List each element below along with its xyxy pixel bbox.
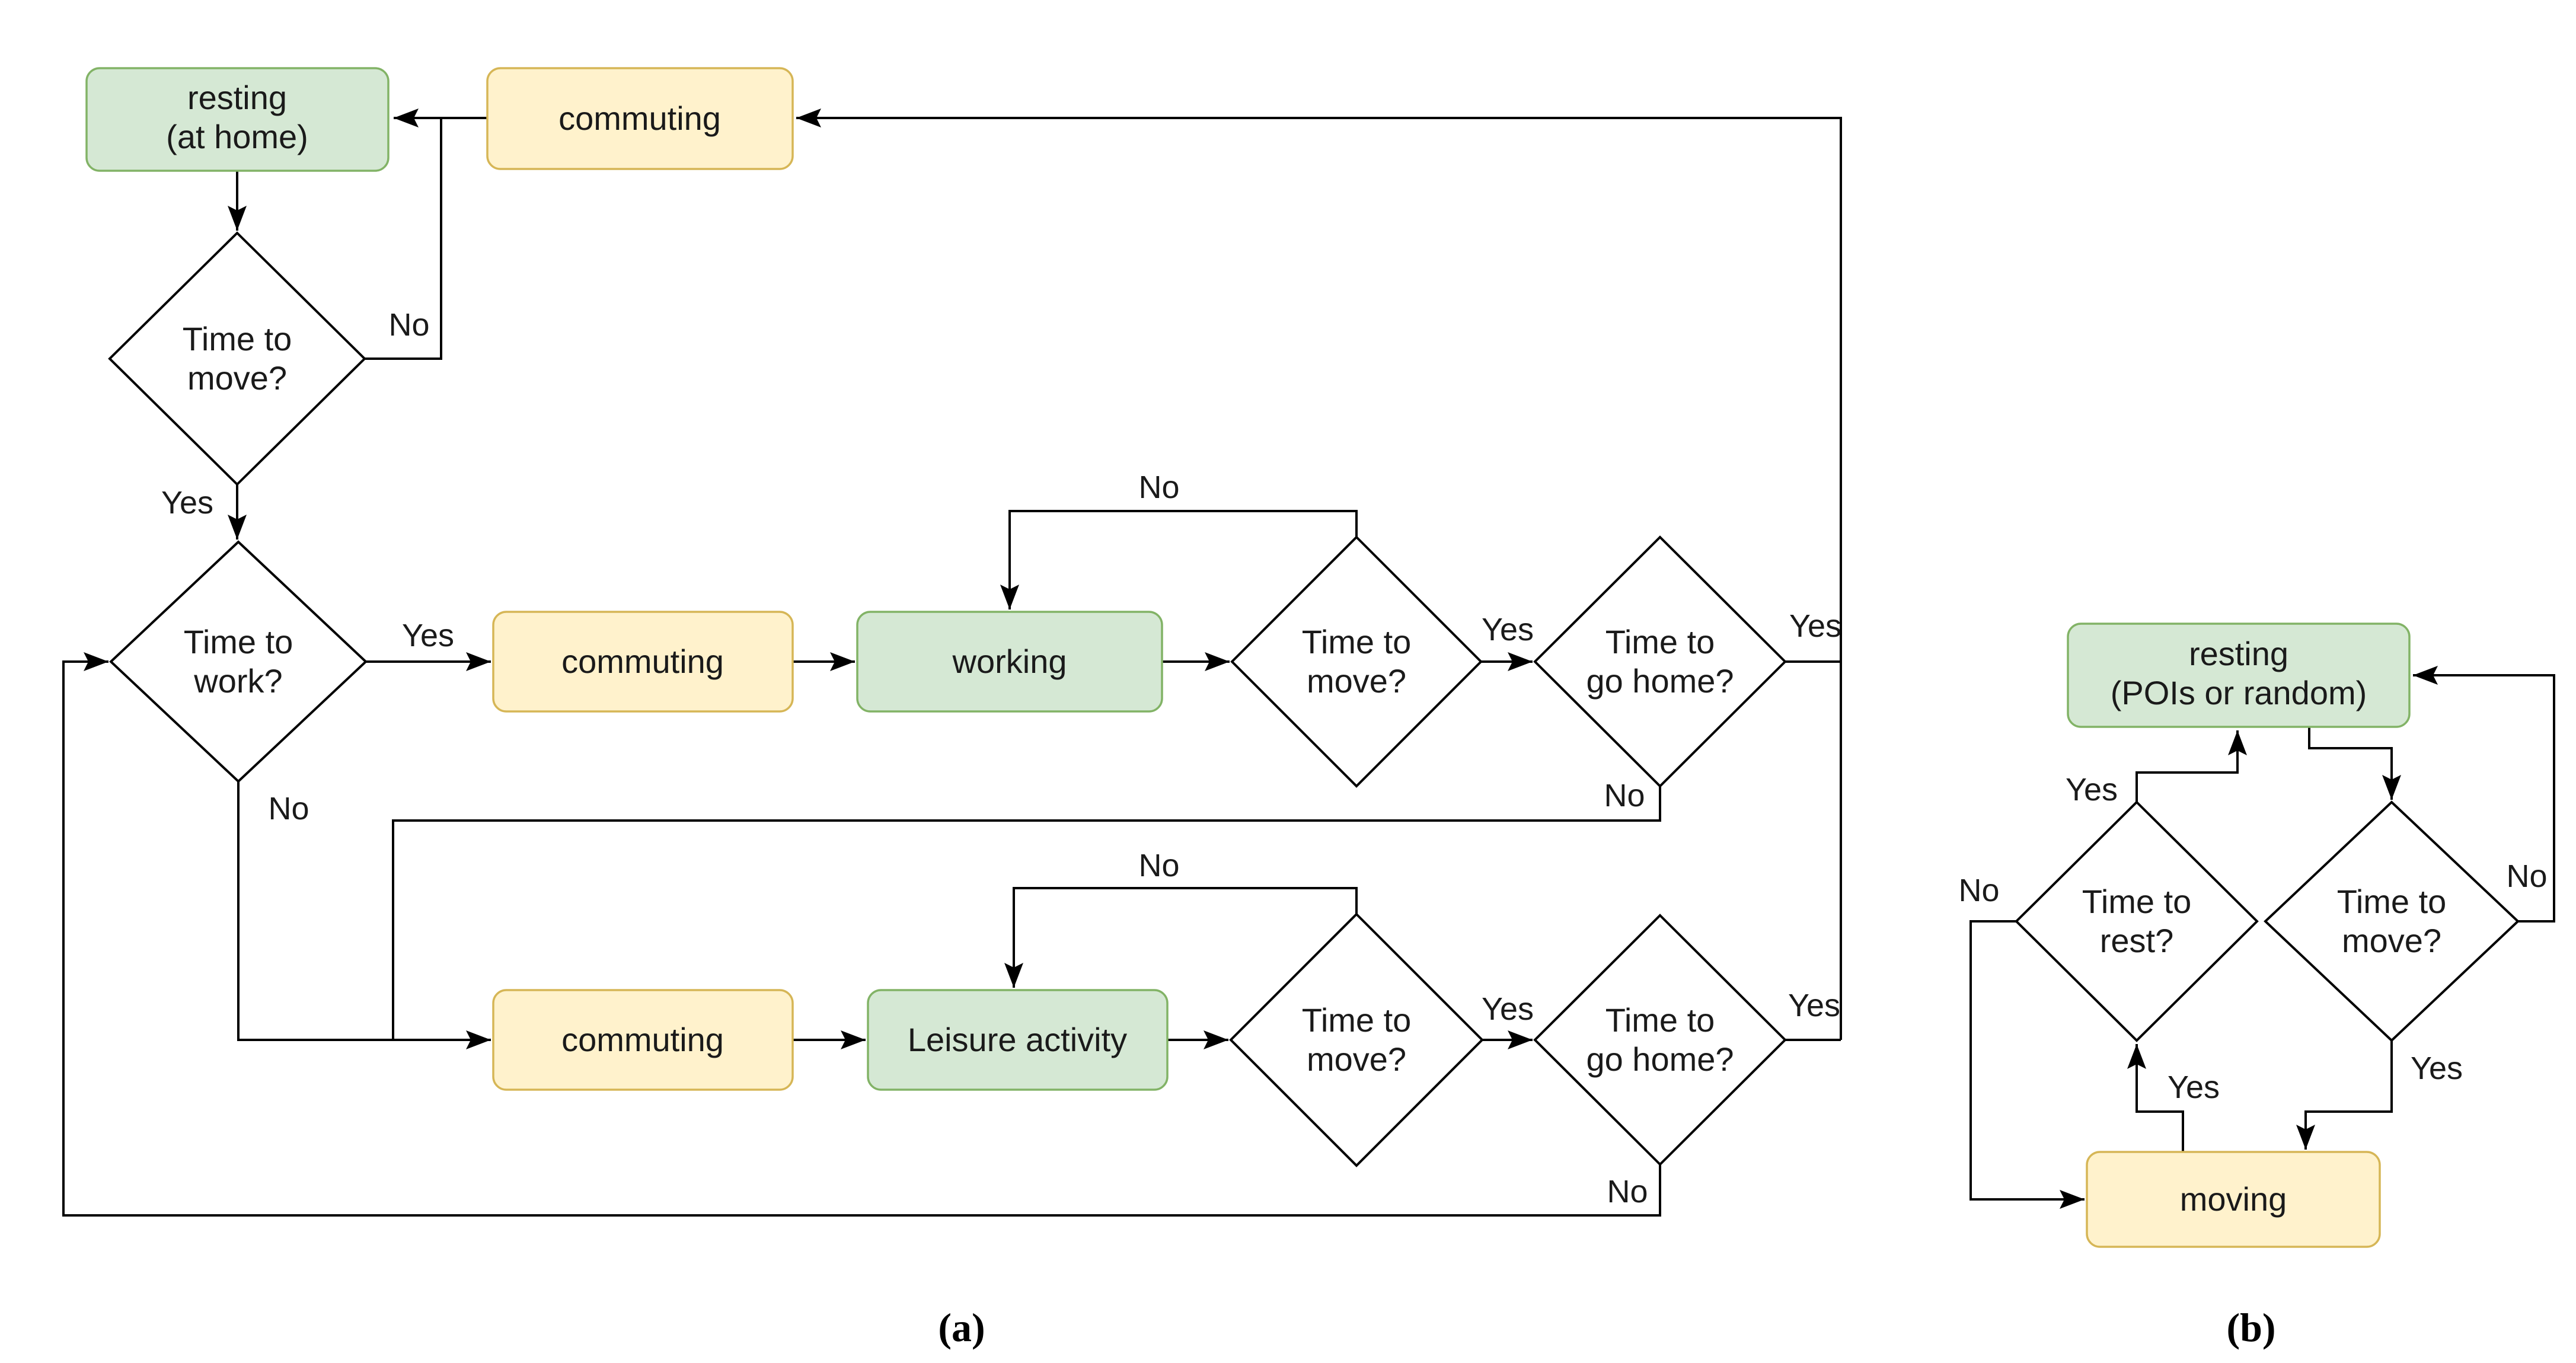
commuting-work-label: commuting bbox=[561, 643, 724, 680]
time-to-work-diamond bbox=[109, 540, 368, 783]
edge-gohome1-no-return bbox=[392, 786, 1661, 1040]
edge-label-no-go-home-leisure: No bbox=[1607, 1174, 1648, 1209]
time-to-move-1-line2: move? bbox=[187, 359, 287, 397]
time-to-move-1-line1: Time to bbox=[183, 320, 292, 357]
leisure-activity-label: Leisure activity bbox=[908, 1021, 1127, 1058]
edge-move-b-yes-to-moving bbox=[2296, 1040, 2393, 1150]
commuting-leisure-label: commuting bbox=[561, 1021, 724, 1058]
commuting-work-box bbox=[492, 611, 794, 713]
node-commuting-work: commuting bbox=[492, 611, 794, 713]
time-to-go-home-1-line1: Time to bbox=[1605, 623, 1715, 660]
working-box bbox=[856, 611, 1163, 713]
time-to-move-b-line1: Time to bbox=[2337, 883, 2447, 920]
edge-label-no-move-home: No bbox=[388, 307, 429, 343]
node-time-to-move-2: Time to move? bbox=[1230, 535, 1483, 788]
time-to-go-home-1-diamond bbox=[1533, 535, 1787, 788]
diagram-a-edge-labels: No Yes Yes No No Yes Yes No No Yes Yes N… bbox=[161, 307, 1841, 1209]
edge-label-yes-move-leisure: Yes bbox=[1482, 991, 1534, 1027]
node-commuting-top: commuting bbox=[486, 67, 794, 170]
edge-label-yes-move-home: Yes bbox=[161, 485, 213, 521]
edge-label-no-move-b: No bbox=[2506, 858, 2547, 894]
time-to-move-2-line1: Time to bbox=[1302, 623, 1412, 660]
time-to-move-2-line2: move? bbox=[1307, 662, 1406, 700]
time-to-work-line1: Time to bbox=[184, 623, 293, 660]
time-to-move-3-diamond bbox=[1229, 912, 1484, 1167]
edge-move-b-no-to-resting bbox=[2413, 666, 2555, 923]
moving-label: moving bbox=[2180, 1180, 2287, 1218]
edge-moving-to-rest-b bbox=[2127, 1044, 2184, 1152]
resting-home-box bbox=[85, 67, 390, 172]
edge-resting-to-move-b bbox=[2308, 727, 2401, 800]
time-to-go-home-2-diamond bbox=[1533, 914, 1787, 1166]
node-commuting-leisure: commuting bbox=[492, 989, 794, 1091]
node-resting-home: resting (at home) bbox=[85, 67, 390, 172]
edge-move1-no-feedback bbox=[365, 118, 442, 360]
leisure-activity-box bbox=[867, 989, 1169, 1091]
node-time-to-work: Time to work? bbox=[109, 540, 368, 783]
edge-move3-no-loop bbox=[1004, 887, 1358, 988]
edge-rest-b-yes-to-resting bbox=[2136, 730, 2247, 802]
edge-label-yes-from-moving: Yes bbox=[2168, 1070, 2220, 1105]
edge-label-no-rest: No bbox=[1958, 873, 1999, 908]
time-to-work-line2: work? bbox=[193, 662, 282, 700]
edge-rest-b-no-to-moving bbox=[1969, 920, 2085, 1209]
resting-home-label-line1: resting bbox=[187, 79, 287, 116]
node-time-to-move-b: Time to move? bbox=[2264, 800, 2520, 1042]
node-resting-poi: resting (POIs or random) bbox=[2067, 623, 2411, 728]
edge-gohome2-no-return bbox=[62, 652, 1661, 1217]
time-to-rest-line1: Time to bbox=[2082, 883, 2192, 920]
edge-label-yes-go-home-work: Yes bbox=[1789, 608, 1841, 644]
time-to-go-home-2-line2: go home? bbox=[1586, 1040, 1734, 1078]
edge-label-yes-rest: Yes bbox=[2066, 772, 2118, 807]
diagram-b-edges bbox=[1969, 666, 2555, 1209]
node-time-to-go-home-1: Time to go home? bbox=[1533, 535, 1787, 788]
edge-work-no-to-commuting3 bbox=[237, 781, 491, 1049]
node-time-to-move-3: Time to move? bbox=[1229, 912, 1484, 1167]
commuting-top-label: commuting bbox=[558, 100, 721, 137]
time-to-move-2-diamond bbox=[1230, 535, 1483, 788]
time-to-rest-line2: rest? bbox=[2100, 922, 2174, 959]
resting-poi-box bbox=[2067, 623, 2411, 728]
diagram-b: resting (POIs or random) Time to rest? T… bbox=[1958, 623, 2555, 1350]
diagram-a-edges bbox=[62, 108, 1842, 1217]
edge-label-yes-move-b: Yes bbox=[2411, 1051, 2463, 1086]
time-to-move-b-line2: move? bbox=[2342, 922, 2441, 959]
working-label: working bbox=[952, 643, 1067, 680]
edge-label-no-loop-working: No bbox=[1138, 470, 1179, 505]
resting-home-label-line2: (at home) bbox=[166, 118, 308, 155]
time-to-go-home-1-line2: go home? bbox=[1586, 662, 1734, 700]
edge-label-yes-go-home-leisure: Yes bbox=[1788, 988, 1840, 1023]
commuting-top-box bbox=[486, 67, 794, 170]
time-to-move-3-line1: Time to bbox=[1302, 1001, 1412, 1039]
node-working: working bbox=[856, 611, 1163, 713]
resting-poi-label-line1: resting bbox=[2189, 635, 2288, 672]
node-time-to-rest-b: Time to rest? bbox=[2015, 800, 2259, 1042]
edge-label-yes-move-work: Yes bbox=[1482, 612, 1534, 647]
resting-poi-label-line2: (POIs or random) bbox=[2111, 674, 2367, 711]
caption-a: (a) bbox=[938, 1305, 985, 1350]
time-to-move-3-line2: move? bbox=[1307, 1040, 1406, 1078]
node-time-to-move-1: Time to move? bbox=[108, 231, 366, 486]
edge-label-no-go-home-work: No bbox=[1604, 778, 1645, 813]
edge-label-yes-work: Yes bbox=[402, 618, 454, 653]
time-to-rest-diamond bbox=[2015, 800, 2259, 1042]
commuting-leisure-box bbox=[492, 989, 794, 1091]
node-leisure-activity: Leisure activity bbox=[867, 989, 1169, 1091]
edge-label-no-loop-leisure: No bbox=[1138, 848, 1179, 883]
edge-trunk-to-commuting-top bbox=[796, 108, 1842, 1040]
time-to-go-home-2-line1: Time to bbox=[1605, 1001, 1715, 1039]
node-moving: moving bbox=[2086, 1151, 2381, 1248]
diagram-b-edge-labels: Yes No No Yes Yes bbox=[1958, 772, 2547, 1105]
edge-move2-no-loop bbox=[1000, 510, 1358, 609]
caption-b: (b) bbox=[2226, 1305, 2275, 1350]
moving-box bbox=[2086, 1151, 2381, 1248]
node-time-to-go-home-2: Time to go home? bbox=[1533, 914, 1787, 1166]
time-to-move-b-diamond bbox=[2264, 800, 2520, 1042]
edge-label-no-work: No bbox=[268, 791, 309, 826]
time-to-move-1-diamond bbox=[108, 231, 366, 486]
diagram-a: resting (at home) commuting Time to move… bbox=[62, 67, 1842, 1350]
